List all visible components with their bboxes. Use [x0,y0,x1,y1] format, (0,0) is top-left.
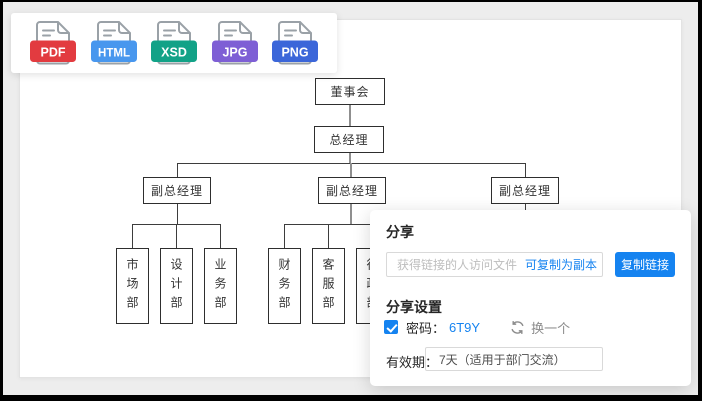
connector-line [177,163,178,177]
format-label: XSD [161,46,187,60]
pdf-file-icon[interactable]: PDF [29,20,77,66]
export-toolbar: PDF HTML XSD [11,13,337,73]
share-link-input[interactable]: 获得链接的人访问文件 可复制为副本 [386,252,603,277]
org-node-dept-service[interactable]: 客服部 [312,248,345,324]
link-placeholder: 获得链接的人访问文件 [397,258,518,272]
connector-line [132,224,133,248]
html-file-icon[interactable]: HTML [90,20,138,66]
connector-line [350,163,352,177]
connector-line [177,204,178,224]
password-label: 密码： [406,320,446,336]
password-checkbox[interactable] [384,320,398,334]
org-node-vp-3[interactable]: 副总经理 [491,177,559,204]
connector-line [176,224,177,248]
validity-value: 7天（适用于部门交流） [439,352,566,367]
format-label: PNG [281,46,308,60]
dept-label: 财务部 [277,257,291,315]
share-title: 分享 [386,224,414,240]
connector-line [350,204,352,224]
validity-select[interactable]: 7天（适用于部门交流） [425,347,603,371]
connector-line [220,224,221,248]
format-label: JPG [222,46,247,60]
share-settings-title: 分享设置 [386,299,442,315]
workspace-background: 董事会 总经理 副总经理 副总经理 副总经理 市场部 设计部 业务部 财务部 客… [3,2,698,395]
dept-label: 设计部 [169,257,183,315]
org-node-dept-business[interactable]: 业务部 [204,248,237,324]
refresh-icon[interactable] [510,320,525,335]
png-file-icon[interactable]: PNG [271,20,319,66]
dept-label: 业务部 [213,257,227,315]
connector-line [284,224,285,248]
password-value: 6T9Y [449,319,481,335]
jpg-file-icon[interactable]: JPG [211,20,259,66]
org-node-general-manager[interactable]: 总经理 [314,126,384,153]
org-node-dept-marketing[interactable]: 市场部 [116,248,149,324]
org-node-dept-design[interactable]: 设计部 [160,248,193,324]
format-label: HTML [98,48,130,60]
org-node-dept-finance[interactable]: 财务部 [268,248,301,324]
connector-line [328,224,329,248]
copy-as-duplicate-link[interactable]: 可复制为副本 [525,258,598,272]
dept-label: 市场部 [125,257,139,315]
change-password-button[interactable]: 换一个 [531,320,571,336]
connector-line [349,105,351,126]
format-label: PDF [41,46,66,60]
password-row: 密码： 6T9Y 换一个 [384,319,571,336]
share-dialog: 分享 获得链接的人访问文件 可复制为副本 复制链接 分享设置 密码： 6T9Y [370,210,691,386]
xsd-file-icon[interactable]: XSD [150,20,198,66]
org-node-board[interactable]: 董事会 [315,78,385,105]
dept-label: 客服部 [321,257,335,315]
org-node-vp-2[interactable]: 副总经理 [318,177,386,204]
connector-line [525,163,526,177]
copy-link-button[interactable]: 复制链接 [615,252,675,277]
connector-line [349,153,351,163]
org-node-vp-1[interactable]: 副总经理 [143,177,211,204]
